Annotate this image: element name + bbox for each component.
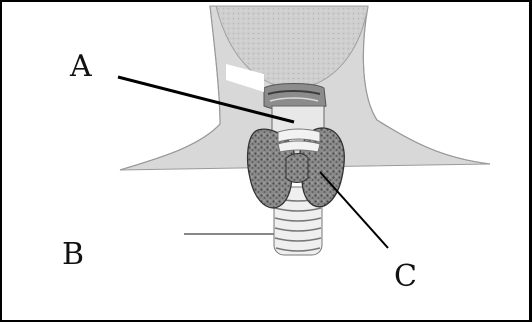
label-c: C: [394, 262, 417, 292]
pointer-line-c: [320, 172, 388, 248]
label-b: B: [62, 240, 84, 270]
label-a: A: [70, 52, 92, 82]
